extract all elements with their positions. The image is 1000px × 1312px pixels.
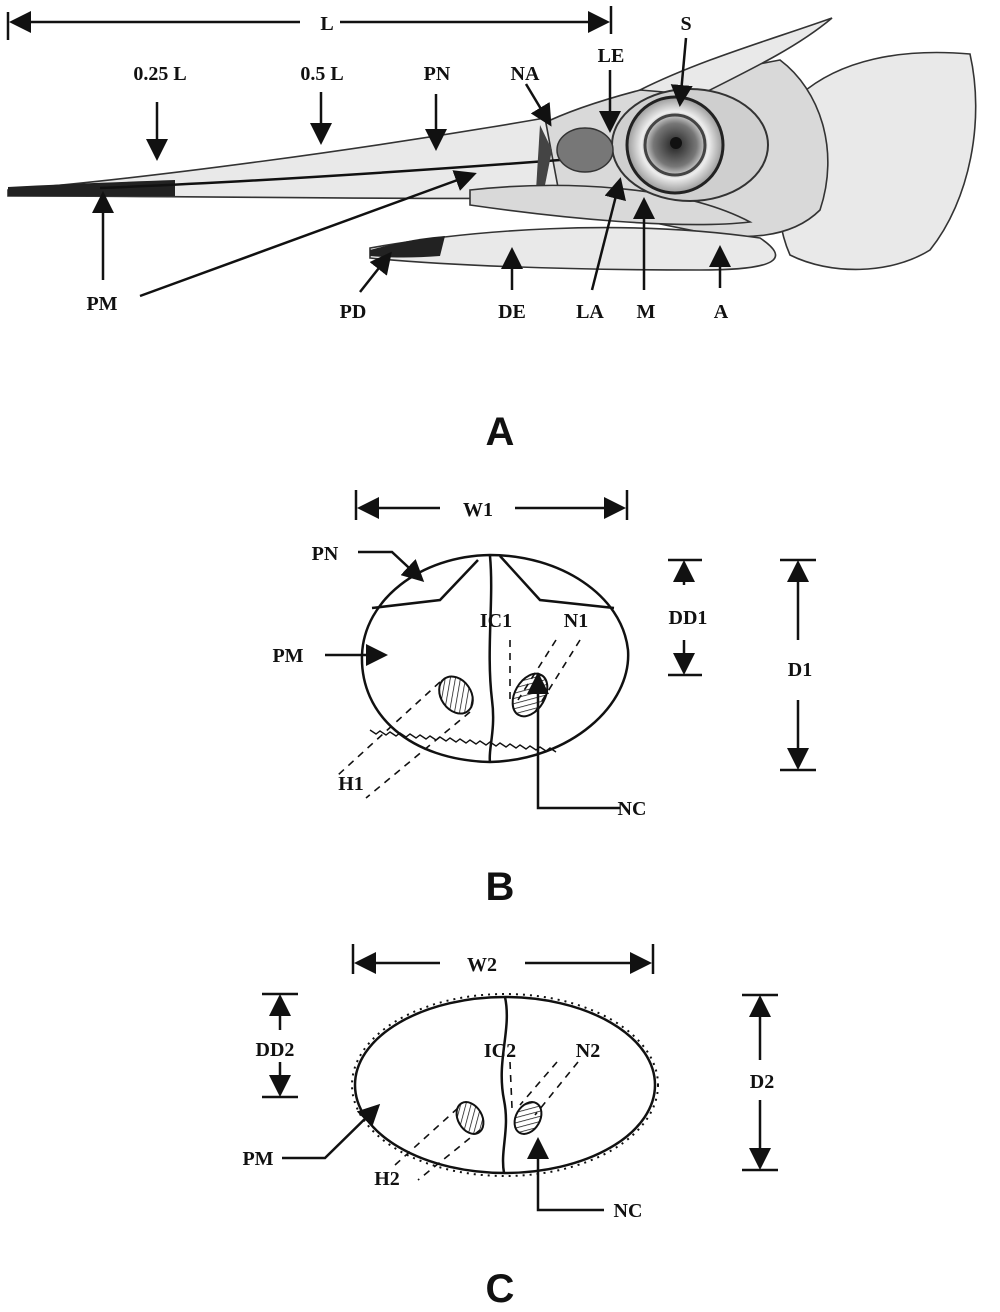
label-n2: N2 xyxy=(576,1040,600,1062)
label-ic2: IC2 xyxy=(484,1040,516,1062)
label-nc-b: NC xyxy=(618,798,647,820)
label-ic1: IC1 xyxy=(480,610,512,632)
label-d2: D2 xyxy=(750,1071,774,1093)
nutrient-canal-left-b xyxy=(438,675,474,715)
prenasal-wedge xyxy=(371,555,615,610)
label-d1: D1 xyxy=(788,659,812,681)
serrations-b xyxy=(369,729,557,753)
label-dd2: DD2 xyxy=(256,1039,295,1061)
panel-b: W1 PN PM IC1 N1 DD1 xyxy=(272,490,816,909)
label-w2: W2 xyxy=(467,954,497,976)
dorsal-crest xyxy=(637,17,833,96)
label-pn: PN xyxy=(424,63,451,85)
label-pn-b: PN xyxy=(312,543,339,565)
serrations-c xyxy=(351,993,659,1177)
label-a: A xyxy=(714,301,729,323)
label-w1: W1 xyxy=(463,499,493,521)
nutrient-canal-right-c xyxy=(513,1101,543,1135)
eye-ring xyxy=(643,113,707,177)
lower-jaw xyxy=(369,226,777,271)
bill-tip xyxy=(8,180,175,196)
label-h1: H1 xyxy=(338,773,364,795)
label-na: NA xyxy=(511,63,540,85)
label-de: DE xyxy=(498,301,526,323)
label-pm-c: PM xyxy=(242,1148,273,1170)
label-h2: H2 xyxy=(374,1168,400,1190)
cross-section-outline-b xyxy=(360,553,630,764)
nasal-capsule xyxy=(556,127,614,173)
nasal-region xyxy=(536,125,552,190)
label-la: LA xyxy=(576,301,604,323)
suture-b xyxy=(488,555,495,763)
label-l: L xyxy=(320,13,333,35)
label-half-l: 0.5 L xyxy=(300,63,343,85)
label-s: S xyxy=(680,13,691,35)
label-pd: PD xyxy=(340,301,367,323)
label-quarter-l: 0.25 L xyxy=(133,63,186,85)
panel-a: L 0.25 L 0.5 L PN NA LE S PM PD DE LA M … xyxy=(6,6,977,454)
label-m: M xyxy=(637,301,656,323)
nutrient-canal-left-c xyxy=(455,1101,485,1135)
label-le: LE xyxy=(598,45,625,67)
eye-pupil xyxy=(670,137,682,149)
skull-illustration xyxy=(7,17,977,271)
label-nc-c: NC xyxy=(614,1200,643,1222)
panel-caption-a: A xyxy=(486,410,515,454)
label-dd1: DD1 xyxy=(669,607,708,629)
panel-caption-c: C xyxy=(486,1267,515,1311)
suture-c xyxy=(500,996,509,1174)
panel-c: W2 DD2 D2 IC2 N2 PM H2 NC C xyxy=(242,944,778,1311)
maxilla-bone xyxy=(469,184,753,226)
premaxilla-line xyxy=(99,158,561,190)
label-n1: N1 xyxy=(564,610,588,632)
panel-a-pointers xyxy=(92,37,731,298)
label-pm: PM xyxy=(86,293,117,315)
panel-caption-b: B xyxy=(486,865,515,909)
label-pm-b: PM xyxy=(272,645,303,667)
length-dimension xyxy=(6,6,613,40)
